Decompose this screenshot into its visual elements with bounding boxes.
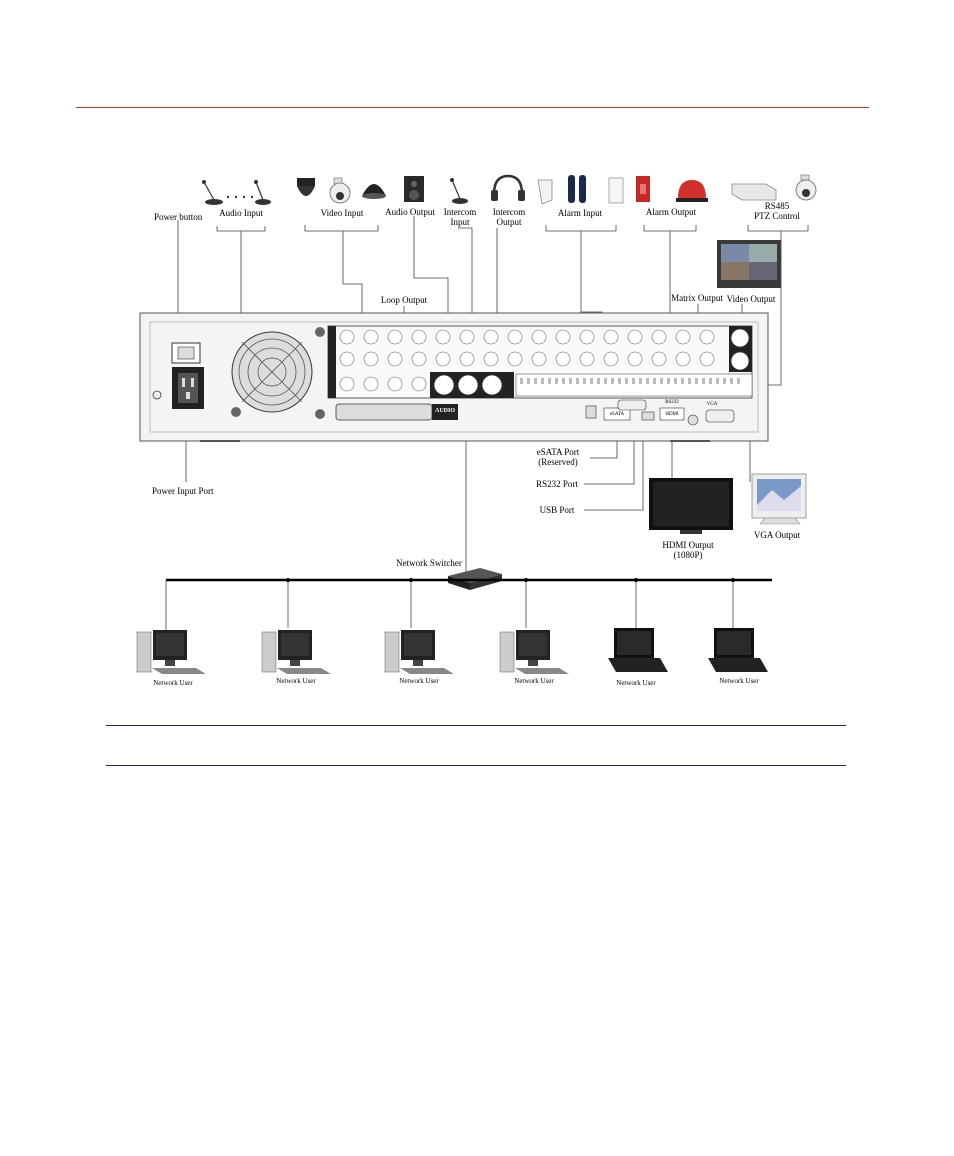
desktop-computer-icon xyxy=(499,630,569,674)
label-network-user: Network User xyxy=(399,677,439,685)
label-network-user: Network User xyxy=(719,677,759,685)
label-video-input: Video Input xyxy=(320,208,364,218)
label-power-button: Power button xyxy=(154,212,203,222)
laptop-icon xyxy=(708,628,768,672)
label-rs485-line2: PTZ Control xyxy=(754,211,800,221)
label-network-switcher: Network Switcher xyxy=(396,558,462,568)
top-rule xyxy=(76,107,869,108)
microphone-icon xyxy=(450,178,468,204)
hdmi-tv-icon xyxy=(649,478,733,534)
beam-detector-icon xyxy=(568,175,586,203)
desktop-computer-icon xyxy=(261,630,331,674)
label-rs232-port: RS232 Port xyxy=(536,479,578,489)
label-matrix-output: Matrix Output xyxy=(671,293,723,303)
label-esata-port: eSATA Port (Reserved) xyxy=(528,447,588,467)
label-intercom-output: Intercom Output xyxy=(487,207,531,227)
panel-audio-label: AUDIO xyxy=(434,408,455,414)
label-intercom-input: Intercom Input xyxy=(438,207,482,227)
label-rs485-line1: RS485 xyxy=(764,201,790,211)
label-intercom-input-line1: Intercom xyxy=(443,207,477,217)
label-network-user: Network User xyxy=(153,679,193,687)
label-intercom-input-line2: Input xyxy=(450,217,470,227)
vga-monitor-icon xyxy=(751,473,807,525)
speed-dome-camera-icon xyxy=(297,178,315,196)
label-power-input-port: Power Input Port xyxy=(152,486,214,496)
desktop-computer-icon xyxy=(136,630,206,674)
headphones-icon xyxy=(491,174,525,201)
label-audio-input: Audio Input xyxy=(219,208,263,218)
ptz-camera-icon xyxy=(795,174,817,201)
dvr-rear-panel xyxy=(139,312,769,442)
dome-camera-icon xyxy=(362,184,386,199)
bottom-rule-2 xyxy=(106,765,846,766)
speaker-icon xyxy=(404,176,424,202)
siren-icon xyxy=(636,176,650,202)
label-loop-output: Loop Output xyxy=(380,295,428,305)
panel-rs232-label: RS232 xyxy=(665,400,679,405)
bottom-rule-1 xyxy=(106,725,846,726)
microphone-icon xyxy=(254,180,271,205)
label-intercom-output-line2: Output xyxy=(496,217,522,227)
label-alarm-output: Alarm Output xyxy=(645,207,697,217)
label-usb-port: USB Port xyxy=(539,505,575,515)
ptz-decoder-icon xyxy=(731,183,777,201)
pir-sensor-icon xyxy=(537,179,553,205)
label-network-user: Network User xyxy=(276,677,316,685)
laptop-icon xyxy=(608,628,668,672)
label-hdmi-line1: HDMI Output xyxy=(662,540,714,550)
desktop-computer-icon xyxy=(384,630,454,674)
ptz-camera-icon xyxy=(329,177,351,204)
label-network-user: Network User xyxy=(514,677,554,685)
panel-vga-label: VGA xyxy=(706,402,718,407)
label-rs485-ptz: RS485 PTZ Control xyxy=(745,201,809,221)
panel-hdmi-label: HDMI xyxy=(665,412,679,417)
label-vga-output: VGA Output xyxy=(753,530,801,540)
label-audio-output: Audio Output xyxy=(385,207,435,217)
panel-esata-label: eSATA xyxy=(609,412,625,417)
label-hdmi-output: HDMI Output (1080P) xyxy=(656,540,720,560)
label-video-output: Video Output xyxy=(726,294,776,304)
crt-monitor-icon xyxy=(717,240,781,288)
microphone-icon xyxy=(202,180,223,205)
label-network-user: Network User xyxy=(616,679,656,687)
label-alarm-input: Alarm Input xyxy=(557,208,603,218)
label-intercom-output-line1: Intercom xyxy=(492,207,526,217)
label-hdmi-line2: (1080P) xyxy=(673,550,703,560)
label-esata-line2: (Reserved) xyxy=(538,457,578,467)
label-esata-line1: eSATA Port xyxy=(536,447,580,457)
alarm-light-icon xyxy=(676,180,708,202)
smoke-detector-icon xyxy=(608,177,624,204)
